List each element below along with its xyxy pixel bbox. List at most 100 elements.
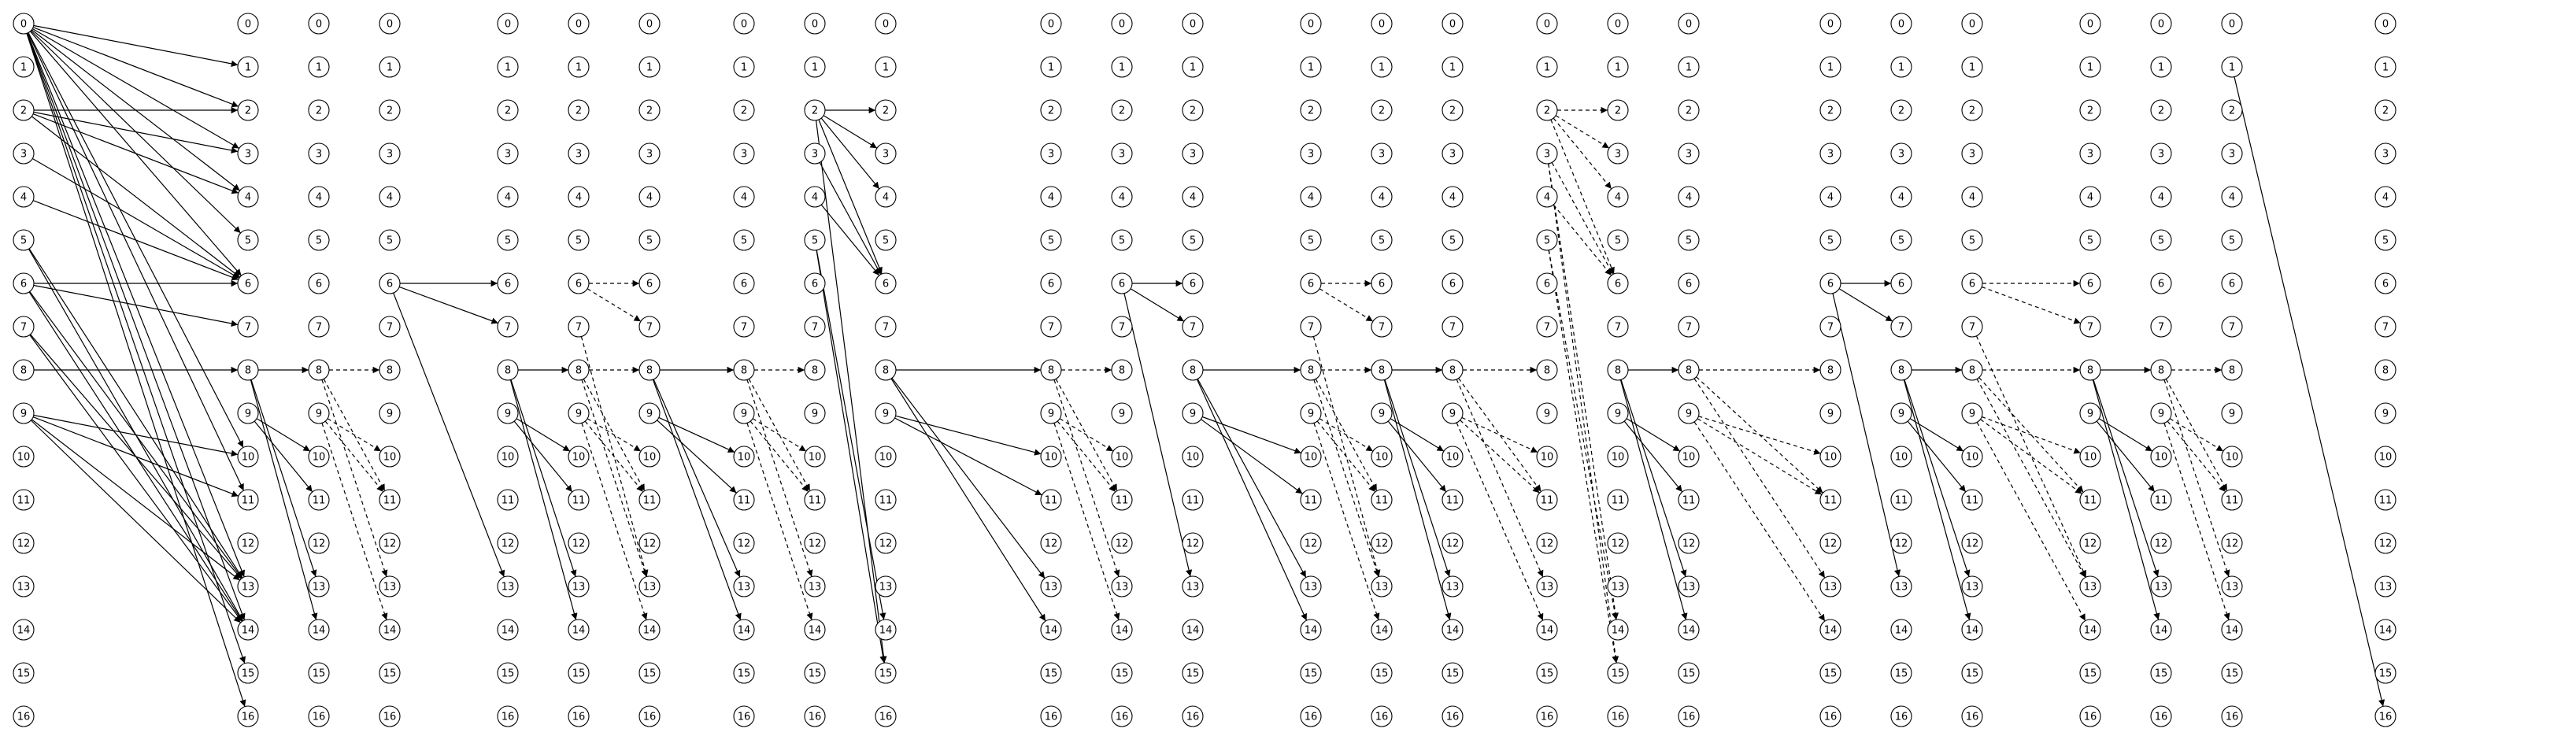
node-label: 14 — [1824, 625, 1838, 637]
node-circle — [1961, 186, 1983, 208]
node-circle — [497, 575, 519, 597]
node-label: 2 — [741, 105, 747, 117]
node-circle — [733, 272, 755, 294]
edge-0-3-to-6 — [31, 157, 240, 279]
node-label: 7 — [387, 322, 393, 334]
node-circle — [237, 99, 259, 121]
node-label: 6 — [2087, 279, 2093, 290]
node-circle — [13, 186, 35, 208]
node-circle — [733, 229, 755, 251]
node-circle — [875, 705, 897, 727]
node-8-0: 0 — [804, 13, 826, 35]
node-circle — [2221, 186, 2243, 208]
node-label: 15 — [1541, 668, 1554, 680]
node-label: 2 — [505, 105, 511, 117]
node-circle — [1111, 56, 1133, 78]
node-circle — [1111, 359, 1133, 381]
edge-22-9-to-10 — [2098, 418, 2153, 452]
node-label: 0 — [387, 19, 393, 31]
node-1-15: 15 — [237, 662, 259, 684]
node-circle — [13, 272, 35, 294]
node-17-12: 12 — [1607, 532, 1629, 554]
node-circle — [1819, 186, 1841, 208]
node-circle — [13, 705, 35, 727]
edge-8-3-to-6 — [819, 162, 882, 275]
node-circle — [1819, 316, 1841, 338]
node-18-11: 11 — [1678, 489, 1700, 511]
edge-4-9-to-11 — [513, 420, 573, 493]
node-circle — [1607, 56, 1629, 78]
node-circle — [497, 142, 519, 165]
node-20-6: 6 — [1890, 272, 1912, 294]
node-2-3: 3 — [308, 142, 330, 165]
node-circle — [237, 13, 259, 35]
node-label: 3 — [576, 149, 582, 161]
node-circle — [1536, 186, 1558, 208]
node-label: 6 — [2382, 279, 2389, 290]
node-label: 6 — [1544, 279, 1550, 290]
node-16-9: 9 — [1536, 402, 1558, 424]
node-circle — [1371, 229, 1393, 251]
node-circle — [1890, 575, 1912, 597]
node-circle — [1040, 575, 1062, 597]
nodes-layer: 0123456789101112131415160123456789101112… — [13, 13, 2396, 727]
node-10-7: 7 — [1040, 316, 1062, 338]
node-label: 7 — [883, 322, 889, 334]
node-circle — [308, 662, 330, 684]
node-label: 1 — [883, 62, 889, 74]
node-3-12: 12 — [379, 532, 401, 554]
node-7-6: 6 — [733, 272, 755, 294]
node-2-4: 4 — [308, 186, 330, 208]
edge-6-9-to-11 — [657, 420, 737, 494]
node-circle — [1607, 359, 1629, 381]
node-13-14: 14 — [1300, 619, 1322, 641]
node-2-8: 8 — [308, 359, 330, 381]
node-10-5: 5 — [1040, 229, 1062, 251]
node-circle — [1678, 186, 1700, 208]
node-4-12: 12 — [497, 532, 519, 554]
node-label: 13 — [242, 582, 255, 594]
node-label: 6 — [505, 279, 511, 290]
node-label: 16 — [572, 712, 586, 723]
node-12-0: 0 — [1182, 13, 1204, 35]
node-14-11: 11 — [1371, 489, 1393, 511]
node-7-0: 0 — [733, 13, 755, 35]
node-label: 14 — [313, 625, 326, 637]
edge-16-3-to-15 — [1548, 163, 1619, 664]
node-2-1: 1 — [308, 56, 330, 78]
node-circle — [568, 619, 590, 641]
node-circle — [2374, 619, 2396, 641]
edge-22-8-to-14 — [2092, 379, 2160, 620]
node-label: 16 — [1824, 712, 1838, 723]
node-label: 4 — [576, 192, 582, 204]
node-label: 12 — [242, 538, 255, 550]
node-circle — [379, 705, 401, 727]
node-17-7: 7 — [1607, 316, 1629, 338]
node-circle — [1300, 489, 1322, 511]
node-label: 1 — [1827, 62, 1834, 74]
node-circle — [1536, 619, 1558, 641]
node-label: 5 — [245, 235, 251, 247]
edge-9-9-to-10 — [895, 415, 1042, 456]
node-label: 16 — [1612, 712, 1625, 723]
node-circle — [1371, 56, 1393, 78]
node-10-9: 9 — [1040, 402, 1062, 424]
node-circle — [379, 489, 401, 511]
node-14-6: 6 — [1371, 272, 1393, 294]
node-circle — [1607, 489, 1629, 511]
node-circle — [1536, 705, 1558, 727]
edge-3-6-to-13 — [393, 292, 505, 578]
node-19-15: 15 — [1819, 662, 1841, 684]
node-circle — [13, 13, 35, 35]
node-5-6: 6 — [568, 272, 590, 294]
node-25-6: 6 — [2374, 272, 2396, 294]
node-label: 14 — [1682, 625, 1696, 637]
node-label: 7 — [2229, 322, 2235, 334]
node-circle — [1111, 619, 1133, 641]
node-label: 12 — [1375, 538, 1389, 550]
node-circle — [237, 489, 259, 511]
node-circle — [308, 575, 330, 597]
node-10-11: 11 — [1040, 489, 1062, 511]
node-label: 7 — [505, 322, 511, 334]
